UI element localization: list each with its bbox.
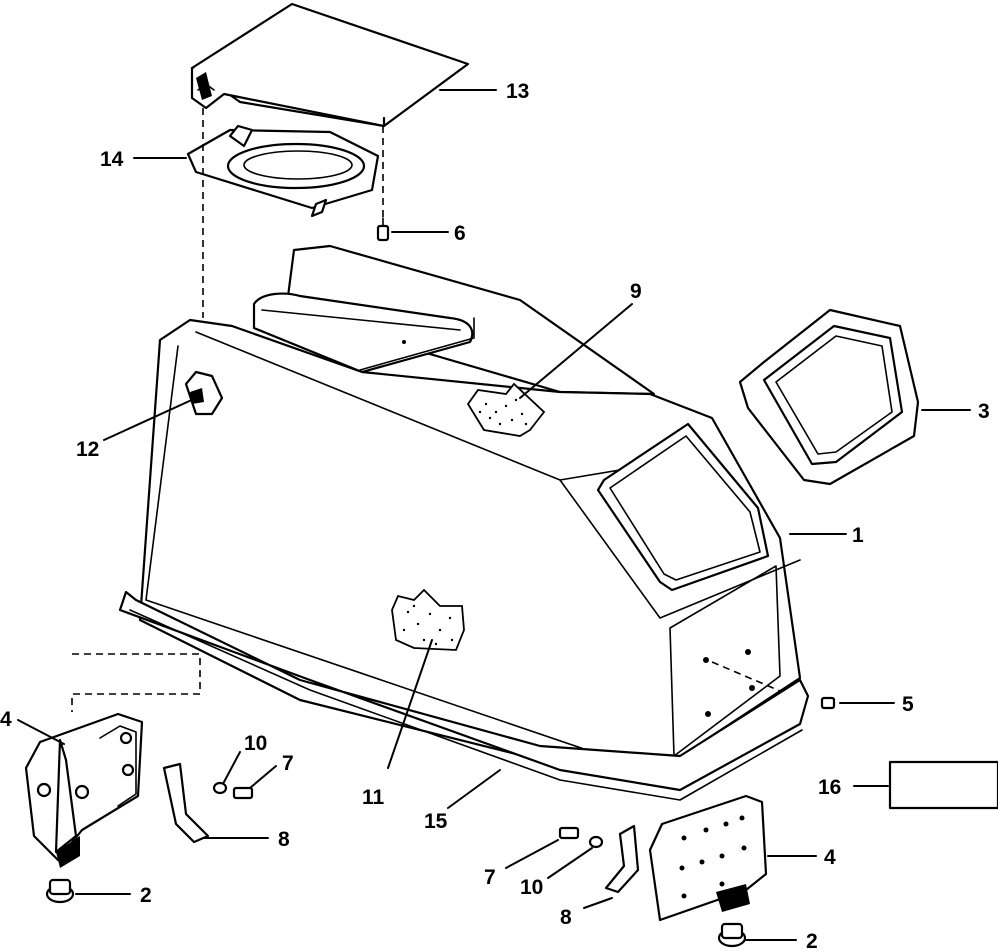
callout-5: 5 <box>902 693 914 716</box>
part-10-washer-left <box>212 781 228 795</box>
callout-7a: 7 <box>282 752 294 775</box>
part-15-seal <box>118 590 810 801</box>
callout-2a: 2 <box>140 884 152 907</box>
callout-13: 13 <box>506 80 529 103</box>
callout-15: 15 <box>424 810 448 833</box>
leader-10b <box>547 847 593 879</box>
callout-14: 14 <box>100 148 124 171</box>
callout-16: 16 <box>818 776 841 799</box>
leader-8b <box>583 897 613 909</box>
part-14-plate <box>186 124 380 218</box>
callout-7b: 7 <box>484 866 496 889</box>
part-4-bracket-right <box>648 794 768 922</box>
part-13-top-cover <box>190 2 470 128</box>
part-3-window-frame <box>738 308 920 486</box>
callout-12: 12 <box>76 438 99 461</box>
callout-4b: 4 <box>824 846 836 869</box>
callout-6: 6 <box>454 222 466 245</box>
part-2-bumper-left <box>45 878 75 904</box>
callout-3: 3 <box>978 400 990 423</box>
leader-7b <box>505 839 559 869</box>
callout-2b: 2 <box>806 930 818 951</box>
callout-10b: 10 <box>520 876 543 899</box>
leader-10a <box>223 751 241 783</box>
part-12-clip <box>184 370 224 416</box>
part-5-screw <box>820 696 836 710</box>
callout-4a: 4 <box>0 708 12 731</box>
callout-11: 11 <box>362 786 385 809</box>
part-7-screw-left <box>232 786 254 800</box>
part-10-washer-right <box>588 835 604 849</box>
part-2-bumper-right <box>717 922 747 948</box>
callout-1: 1 <box>852 524 864 547</box>
part-6-screw <box>376 217 390 242</box>
callout-9: 9 <box>630 280 642 303</box>
leader-11 <box>387 639 433 769</box>
part-8-clip-right <box>604 824 640 894</box>
callout-8b: 8 <box>560 906 572 929</box>
part-7-screw-right <box>558 826 580 840</box>
part-8-clip-left <box>162 762 210 844</box>
leader-12 <box>103 397 197 441</box>
part-4-bracket-left <box>24 653 201 868</box>
leader-4a <box>17 719 65 745</box>
part-16-decal <box>888 760 998 810</box>
leader-9 <box>519 303 633 399</box>
callout-8a: 8 <box>278 828 290 851</box>
part-9-foam-pad <box>466 382 546 437</box>
callout-10a: 10 <box>244 732 267 755</box>
leader-15 <box>447 769 501 809</box>
leader-7a <box>249 765 277 789</box>
part-11-foam-pad <box>391 588 465 651</box>
part-1-cowl <box>138 244 807 772</box>
